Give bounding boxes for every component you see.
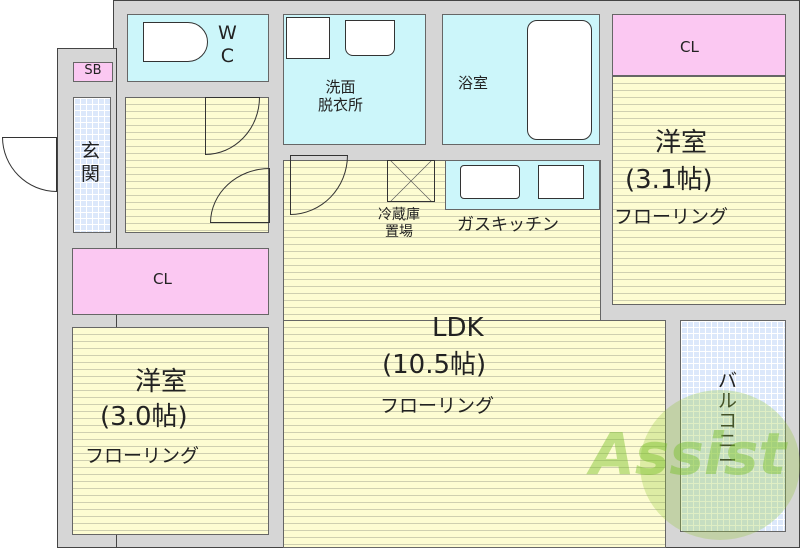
label-bedroom1-name: 洋室	[655, 128, 708, 158]
label-fridge: 冷蔵庫 置場	[378, 207, 420, 240]
watermark-logo	[640, 390, 800, 540]
entrance	[73, 97, 111, 233]
label-wc: W C	[218, 22, 237, 67]
label-bedroom1-size: (3.1帖)	[625, 165, 713, 195]
label-bath: 浴室	[458, 74, 489, 92]
label-bedroom1-floor: フローリング	[614, 206, 729, 228]
sink-icon	[345, 20, 395, 56]
label-ldk-size: (10.5帖)	[382, 350, 487, 380]
label-kitchen: ガスキッチン	[457, 215, 559, 235]
label-ldk-floor: フローリング	[380, 395, 495, 417]
room-ldk	[283, 320, 666, 548]
room-bedroom-2	[72, 327, 269, 535]
label-ldk-name: LDK	[432, 313, 484, 343]
fridge-space-icon	[387, 160, 435, 202]
label-bedroom2-name: 洋室	[135, 367, 188, 397]
watermark-text: Assist	[590, 420, 787, 488]
bathtub-icon	[527, 20, 592, 140]
kitchen-sink-icon	[460, 165, 520, 199]
toilet-icon	[143, 22, 208, 62]
front-door-swing	[2, 137, 57, 192]
shoe-box: SB	[73, 62, 113, 82]
washing-machine-icon	[286, 17, 330, 59]
label-sb: SB	[84, 63, 102, 78]
label-cl-left: CL	[153, 270, 172, 288]
label-cl-top: CL	[680, 38, 699, 56]
label-washroom: 洗面 脱衣所	[318, 78, 364, 114]
label-bedroom2-size: (3.0帖)	[100, 402, 188, 432]
room-bedroom-1	[612, 76, 786, 305]
closet-top	[612, 14, 786, 76]
label-entrance: 玄 関	[81, 140, 101, 185]
balcony	[680, 320, 786, 532]
closet-left	[72, 248, 269, 315]
label-bedroom2-floor: フローリング	[85, 445, 200, 467]
gas-stove-icon	[538, 165, 584, 199]
label-balcony: バ ル コ ニ ー	[718, 370, 738, 472]
